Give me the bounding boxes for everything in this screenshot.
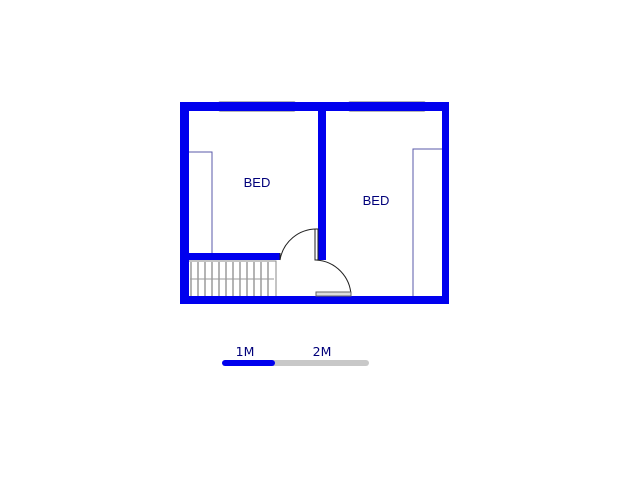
scale-label-1m: 1M	[236, 344, 255, 359]
scale-bar: 1M 2M	[222, 344, 369, 366]
wall-bottom	[180, 296, 449, 304]
wall-right	[442, 102, 449, 304]
room-label-bed-left: BED	[244, 175, 271, 190]
wall-top	[180, 102, 449, 111]
door-left-bedroom	[279, 228, 319, 261]
wall-left	[180, 102, 189, 304]
wall-stair-landing	[180, 253, 280, 260]
door-right-bedroom	[315, 259, 352, 297]
walls	[180, 102, 449, 304]
scale-label-2m: 2M	[313, 344, 332, 359]
cupboard-left	[186, 151, 213, 254]
cupboard-right	[412, 148, 443, 297]
staircase	[186, 260, 277, 298]
room-label-bed-right: BED	[363, 193, 390, 208]
wall-center	[318, 102, 326, 260]
